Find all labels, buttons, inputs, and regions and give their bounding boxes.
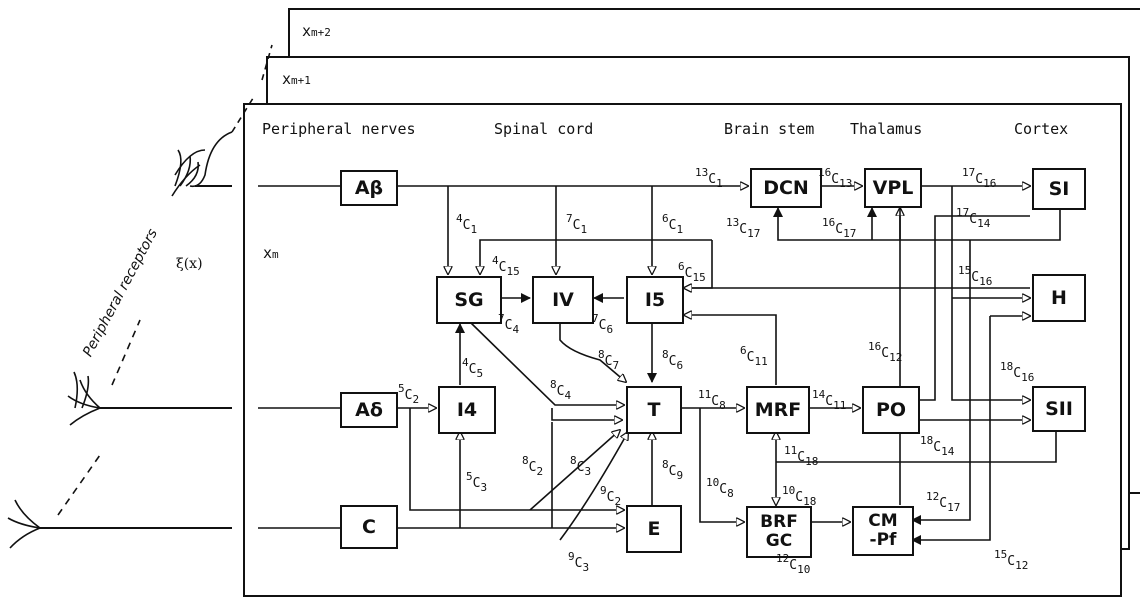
node-i4: I4 [438,386,496,434]
node-a-beta: Aβ [340,170,398,206]
coef-5c3: 5C3 [466,470,487,494]
coef-8c2: 8C2 [522,454,543,478]
coef-16c13: 16C13 [818,166,852,190]
coef-10c8: 10C8 [706,476,734,500]
coef-9c3: 9C3 [568,550,589,574]
coef-15c12: 15C12 [994,548,1028,572]
coef-11c18: 11C18 [784,444,818,468]
coef-15c16: 15C16 [958,264,992,288]
coef-18c16: 18C16 [1000,360,1034,384]
node-sii: SII [1032,386,1086,432]
coef-9c2: 9C2 [600,484,621,508]
coef-7c1: 7C1 [566,212,587,236]
node-sg: SG [436,276,502,324]
node-t: T [626,386,682,434]
coef-7c6: 7C6 [592,312,613,336]
node-mrf: MRF [746,386,810,434]
coef-5c2: 5C2 [398,382,419,406]
coef-13c1: 13C1 [695,166,723,190]
coef-4c1: 4C1 [456,212,477,236]
coef-4c5: 4C5 [462,356,483,380]
node-h: H [1032,274,1086,322]
coef-18c14: 18C14 [920,434,954,458]
coef-8c9: 8C9 [662,458,683,482]
coef-11c8: 11C8 [698,388,726,412]
coef-12c17: 12C17 [926,490,960,514]
node-vpl: VPL [864,168,922,208]
node-a-delta: Aδ [340,392,398,428]
coef-6c15: 6C15 [678,260,706,284]
node-iv: IV [532,276,594,324]
coef-7c4: 7C4 [498,312,519,336]
coef-8c3: 8C3 [570,454,591,478]
coef-6c11: 6C11 [740,344,768,368]
coef-8c7: 8C7 [598,348,619,372]
coef-14c11: 14C11 [812,388,846,412]
coef-8c4: 8C4 [550,378,571,402]
coef-6c1: 6C1 [662,212,683,236]
coef-4c15: 4C15 [492,254,520,278]
coef-8c6: 8C6 [662,348,683,372]
node-c: C [340,505,398,549]
coef-17c14: 17C14 [956,206,990,230]
node-si: SI [1032,168,1086,210]
node-po: PO [862,386,920,434]
node-dcn: DCN [750,168,822,208]
node-cm-pf: CM-Pf [852,506,914,556]
coef-17c16: 17C16 [962,166,996,190]
coef-16c12: 16C12 [868,340,902,364]
pain-model-diagram: xm+2 xm+1 xm Peripheral nerves Spinal co… [0,0,1140,580]
node-i5: I5 [626,276,684,324]
coef-13c17: 13C17 [726,216,760,240]
coef-16c17: 16C17 [822,216,856,240]
node-e: E [626,505,682,553]
coef-10c18: 10C18 [782,484,816,508]
coef-12c10: 12C10 [776,552,810,576]
